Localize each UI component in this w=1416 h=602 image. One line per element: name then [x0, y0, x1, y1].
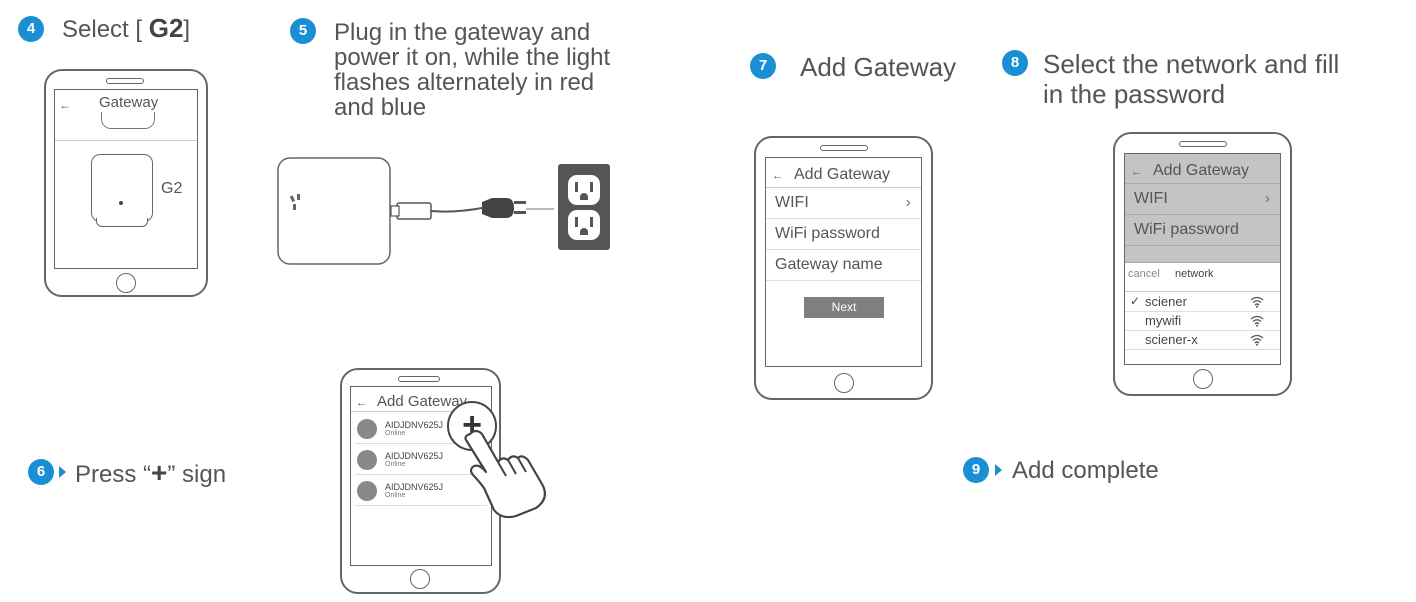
status-bar [766, 158, 921, 165]
wifi-password-row[interactable]: WiFi password [1125, 216, 1280, 246]
device-status: Online [385, 492, 406, 499]
title-divider [351, 411, 491, 412]
phone-speaker [1179, 141, 1227, 147]
device-list-item[interactable]: AIDJDNV625J Online [355, 446, 487, 475]
device-name: AIDJDNV625J [385, 482, 444, 492]
phone-speaker [820, 145, 868, 151]
power-plug-icon [482, 198, 514, 218]
phone-step7: ← Add Gateway WIFI › WiFi password Gatew… [754, 136, 933, 400]
back-arrow-icon[interactable]: ← [356, 397, 367, 409]
step-4-text: Select [ G2] [62, 13, 191, 43]
phone-speaker [398, 376, 440, 382]
phone-step4: ← Gateway G2 [44, 69, 208, 297]
device-status: Online [385, 461, 406, 468]
step-8-badge: 8 [1002, 50, 1028, 76]
back-arrow-icon[interactable]: ← [1131, 166, 1142, 178]
step-8-text: Select the network and fill in the passw… [1043, 49, 1340, 109]
step-6-arrow [59, 466, 66, 478]
step-9-badge: 9 [963, 457, 989, 483]
home-button [116, 273, 136, 293]
device-partial [101, 112, 155, 129]
next-button[interactable]: Next [804, 297, 884, 318]
phone-step6: ← Add Gateway AIDJDNV625J Online AIDJDNV… [340, 368, 501, 594]
checkmark-icon: ✓ [1130, 294, 1141, 308]
cable [430, 207, 483, 213]
wifi-icon [1250, 296, 1264, 308]
status-bar [1125, 154, 1280, 161]
page-title: Gateway [99, 94, 159, 111]
wifi-icon [1250, 334, 1264, 346]
page-title: Add Gateway [794, 166, 891, 183]
step-6-text: Press “+” sign [75, 457, 227, 488]
page-title: Add Gateway [377, 393, 468, 410]
phone-screen: ← Add Gateway WIFI › WiFi password Gatew… [765, 157, 922, 367]
wifi-password-row[interactable]: WiFi password [766, 220, 921, 250]
chevron-right-icon: › [905, 194, 911, 211]
device-name: AIDJDNV625J [385, 451, 444, 461]
gateway-icon [357, 450, 377, 470]
step-7-text: Add Gateway [800, 52, 957, 82]
picker-divider [1125, 291, 1280, 292]
home-button [1193, 369, 1213, 389]
step-5-badge: 5 [290, 18, 316, 44]
add-plus-button[interactable]: + [447, 401, 497, 451]
light-indicator-icon [289, 194, 300, 210]
gateway-box [277, 157, 391, 265]
outlet-socket-bottom [568, 210, 600, 240]
device-name: AIDJDNV625J [385, 420, 444, 430]
step-5-text: Plug in the gateway and power it on, whi… [334, 19, 611, 121]
step-7-badge: 7 [750, 53, 776, 79]
usb-connector [396, 202, 432, 220]
device-list-item[interactable]: AIDJDNV625J Online [355, 415, 487, 444]
gateway-plug-illustration [277, 157, 610, 265]
network-option[interactable]: ✓ sciener [1125, 293, 1280, 312]
gateway-icon [357, 481, 377, 501]
phone-step8: ← Add Gateway WIFI › WiFi password cance… [1113, 132, 1292, 396]
divider [55, 140, 197, 141]
picker-cancel-button[interactable]: cancel [1128, 268, 1160, 280]
gateway-icon [357, 419, 377, 439]
back-arrow-icon[interactable]: ← [772, 170, 783, 182]
phone-speaker [106, 78, 144, 84]
step-9-arrow [995, 464, 1002, 476]
network-option[interactable]: sciener-x [1125, 331, 1280, 350]
phone-screen: ← Gateway G2 [54, 89, 198, 269]
wifi-icon [1250, 315, 1264, 327]
step-6-badge: 6 [28, 459, 54, 485]
title-divider [1125, 183, 1280, 184]
dimmed-background [1125, 154, 1280, 262]
device-list-item[interactable]: AIDJDNV625J Online [355, 477, 487, 506]
wifi-row[interactable]: WIFI › [766, 189, 921, 219]
back-arrow-icon[interactable]: ← [59, 98, 71, 112]
picker-title: network [1175, 268, 1214, 280]
gateway-device-icon[interactable] [91, 154, 153, 227]
title-divider [766, 187, 921, 188]
phone-screen: ← Add Gateway WIFI › WiFi password cance… [1124, 153, 1281, 365]
network-picker: cancel network ✓ sciener mywifi sciener [1125, 262, 1280, 364]
device-status: Online [385, 430, 406, 437]
pointing-hand-icon [464, 429, 547, 518]
step-9-text: Add complete [1012, 457, 1159, 484]
outlet-socket-top [568, 175, 600, 205]
device-label: G2 [161, 180, 183, 197]
chevron-right-icon: › [1264, 190, 1270, 207]
wifi-row[interactable]: WIFI › [1125, 185, 1280, 215]
home-button [410, 569, 430, 589]
gateway-name-row[interactable]: Gateway name [766, 251, 921, 281]
network-option[interactable]: mywifi [1125, 312, 1280, 331]
home-button [834, 373, 854, 393]
step-4-badge: 4 [18, 16, 44, 42]
page-title: Add Gateway [1153, 162, 1250, 179]
